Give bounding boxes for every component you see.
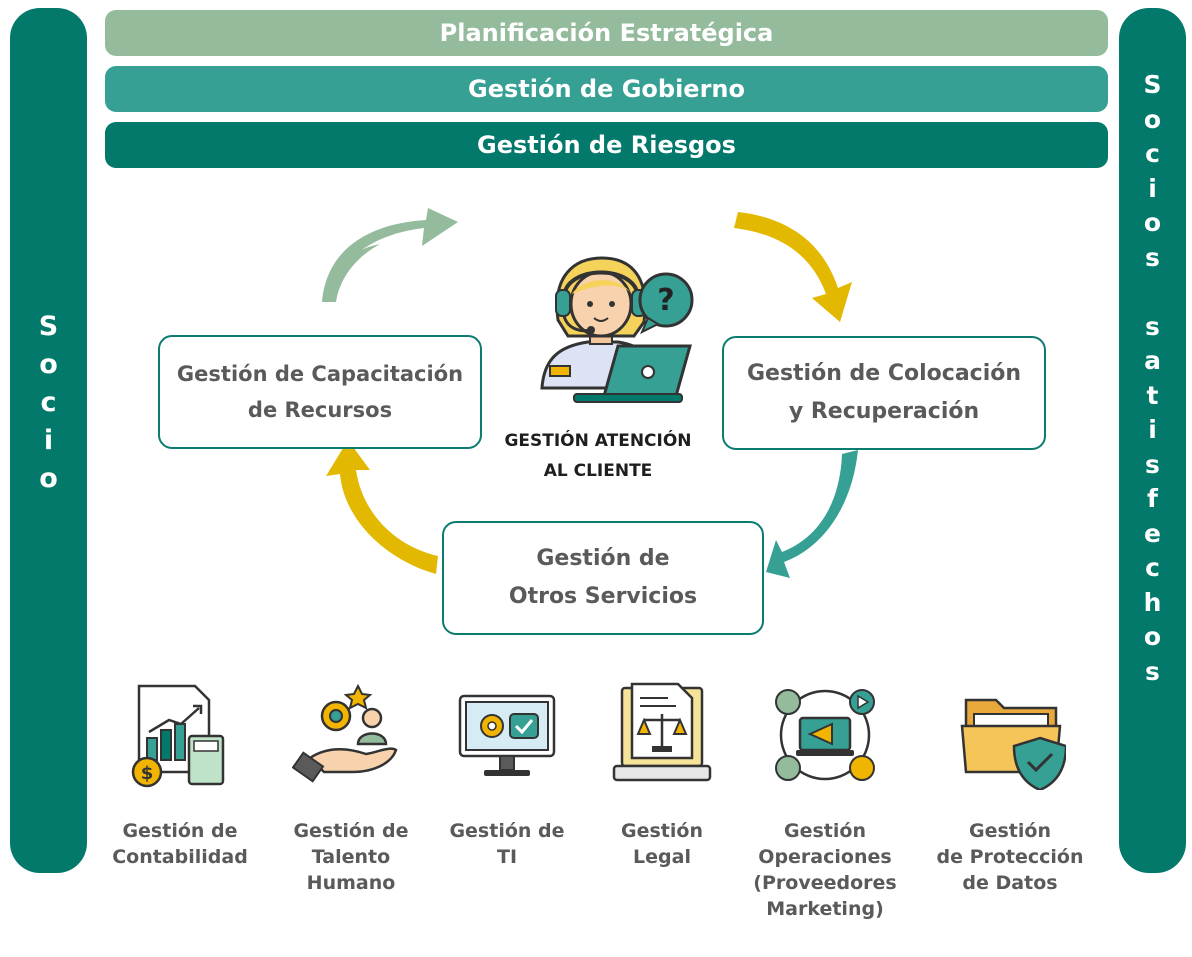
arrow-otros-to-capacitacion xyxy=(326,440,438,574)
arrow-colocacion-to-otros xyxy=(766,450,858,578)
center-gestion-atencion-cliente: GESTIÓN ATENCIÓN AL CLIENTE xyxy=(504,431,692,481)
left-socio-panel: S o c i o xyxy=(10,8,87,873)
data-protection-folder-icon xyxy=(960,698,1066,790)
box-otros-servicios: Gestión de Otros Servicios xyxy=(442,521,764,635)
label-ti: Gestión de TI xyxy=(449,820,565,868)
label-operaciones: Gestión Operaciones (Proveedores Marketi… xyxy=(753,820,897,920)
customer-service-agent-icon: ? xyxy=(540,256,694,403)
operations-marketing-icon xyxy=(775,689,875,781)
svg-text:$: $ xyxy=(141,763,154,784)
label-contabilidad: Gestión de Contabilidad xyxy=(112,820,248,868)
box-colocacion-recuperacion: Gestión de Colocación y Recuperación xyxy=(722,336,1046,450)
svg-text:?: ? xyxy=(657,283,674,318)
bar-gestion-riesgos: Gestión de Riesgos xyxy=(105,122,1108,168)
label-talento-humano: Gestión de Talento Humano xyxy=(293,820,409,894)
accounting-icon: $ xyxy=(131,684,225,788)
right-socios-satisfechos-panel: S o c i o s s a t i s f e c h o s xyxy=(1119,8,1186,873)
legal-scale-icon xyxy=(612,682,712,782)
arrow-top-to-colocacion xyxy=(734,212,852,322)
label-legal: Gestión Legal xyxy=(621,820,703,868)
bar-gestion-gobierno: Gestión de Gobierno xyxy=(105,66,1108,112)
right-socios-satisfechos-text: S o c i o s s a t i s f e c h o s xyxy=(1143,70,1162,686)
box-capacitacion-recursos: Gestión de Capacitación de Recursos xyxy=(158,335,482,449)
bar-planificacion-estrategica: Planificación Estratégica xyxy=(105,10,1108,56)
left-socio-text: S o c i o xyxy=(38,311,59,494)
arrow-capacitacion-to-top xyxy=(322,208,458,302)
it-monitor-icon xyxy=(458,694,556,776)
human-talent-icon xyxy=(292,683,398,783)
label-proteccion-datos: Gestión de Protección de Datos xyxy=(936,820,1084,894)
